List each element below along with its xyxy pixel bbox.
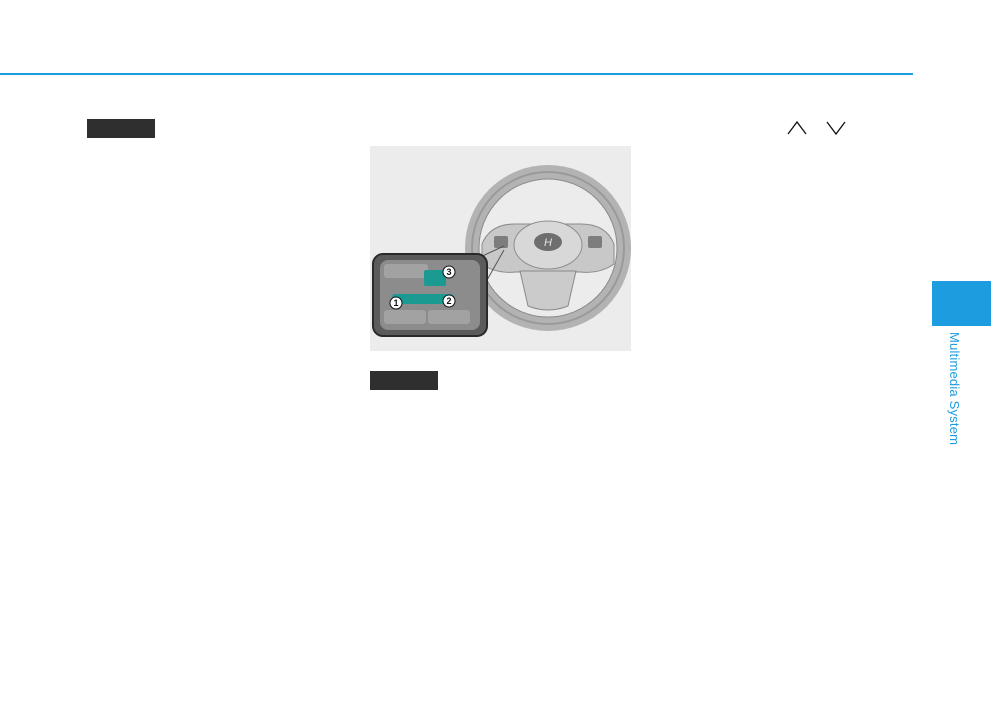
chevron-up-icon [787,120,807,135]
callout-3: 3 [446,267,451,277]
chapter-tab [932,281,991,326]
hyundai-logo: H [534,233,562,251]
callout-1: 1 [393,298,398,308]
callout-2: 2 [446,296,451,306]
steering-wheel-illustration: H 3 1 2 [370,146,631,351]
chevron-down-icon [826,121,846,136]
mode-button [424,270,446,286]
volume-control [392,294,454,304]
svg-text:H: H [544,237,552,249]
caption-tag-left [87,119,155,138]
control-inset: 3 1 2 [372,253,488,337]
chapter-label: Multimedia System [947,332,962,446]
caption-tag-figure [370,371,438,390]
header-rule [0,73,913,75]
